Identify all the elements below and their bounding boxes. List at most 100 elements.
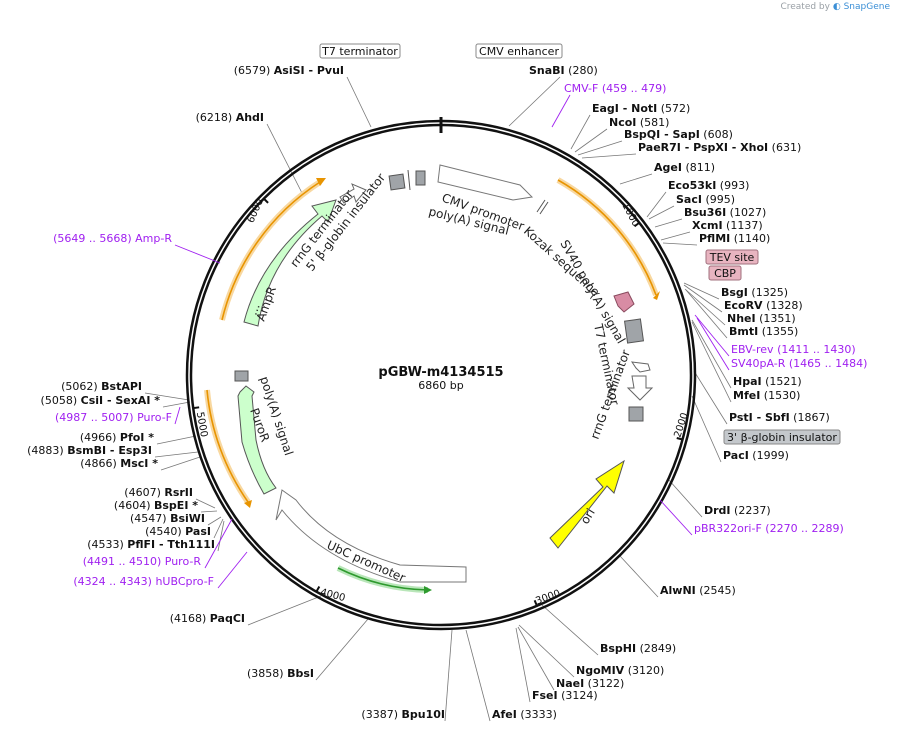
credit-brand: SnapGene (843, 2, 890, 12)
tick-label-5000: 5000 (194, 411, 209, 438)
site-position: (4883) (27, 444, 67, 457)
site-position: (4966) (80, 431, 120, 444)
primer-puro-r: (4491 .. 4510) Puro-R (83, 555, 202, 568)
site-name: PflFI - Tth111I (127, 538, 215, 551)
primer-range: (4324 .. 4343) (73, 575, 155, 588)
feature-label-: ... (246, 301, 263, 317)
site-position: (4604) (114, 499, 154, 512)
site-name: DrdI (704, 504, 731, 517)
site-name: EcoRV (724, 299, 763, 312)
cmv-enhancer-label-box (475, 43, 563, 59)
site-name: PaqCI (210, 612, 245, 625)
leader-line (518, 624, 575, 678)
leader-line (315, 618, 369, 681)
site-bsgi: BsgI (1325) (721, 286, 788, 299)
primer-range: (4491 .. 4510) (83, 555, 165, 568)
leader-line (162, 401, 191, 408)
site-paci: PacI (1999) (723, 449, 789, 462)
3-globin-insulator-label-box (723, 429, 841, 445)
leader-line (541, 604, 599, 656)
leader-line (213, 518, 224, 539)
leader-line (683, 282, 720, 300)
ubc-promoter-arrow (275, 489, 467, 583)
site-position: (6579) (234, 64, 274, 77)
site-snabi: SnaBI (280) (529, 64, 598, 77)
tev-site-label: TEV site (709, 251, 755, 264)
site-msci: (4866) MscI * (80, 457, 158, 470)
tick-3000 (533, 599, 538, 607)
site-asisi-pvui: (6579) AsiSI - PvuI (234, 64, 344, 77)
site-name: AfeI (492, 708, 517, 721)
leader-line (465, 629, 491, 722)
site-labels: SnaBI (280)EagI - NotI (572)NcoI (581)Bs… (27, 64, 830, 721)
site-eco53ki: Eco53kI (993) (668, 179, 749, 192)
primer-leader (217, 551, 248, 589)
site-name: PfoI * (120, 431, 154, 444)
kozak-mark-b (539, 201, 549, 215)
leader-line (684, 288, 726, 326)
leader-line (667, 478, 703, 518)
leader-line (195, 498, 216, 509)
leader-line (646, 191, 667, 218)
primer-name: Puro-R (165, 555, 202, 568)
credit-text: Created by (780, 2, 830, 12)
site-ncoi: NcoI (581) (609, 116, 669, 129)
site-name: BspQI - SapI (624, 128, 700, 141)
kozak-mark-a (536, 199, 546, 213)
site-ecorv: EcoRV (1328) (724, 299, 803, 312)
tick-marks (193, 197, 683, 607)
orange-arc-1-line (557, 179, 657, 296)
site-name: PacI (723, 449, 749, 462)
site-position: (1351) (756, 312, 796, 325)
tev-site-label-box (705, 249, 759, 265)
site-bpu10i: (3387) Bpu10I (361, 708, 445, 721)
site-position: (4866) (80, 457, 120, 470)
site-name: BsmBI - Esp3I (67, 444, 152, 457)
primer-leader (696, 317, 730, 371)
site-position: (2545) (696, 584, 736, 597)
site-agei: AgeI (811) (654, 161, 715, 174)
orange-arc-puro-head (244, 500, 252, 508)
primer-pbr322ori-f: pBR322ori-F (2270 .. 2289) (694, 522, 844, 535)
site-name: NcoI (609, 116, 636, 129)
site-position: (993) (716, 179, 749, 192)
site-pfoi: (4966) PfoI * (80, 431, 154, 444)
site-name: AlwNI (660, 584, 696, 597)
site-bspei: (4604) BspEI * (114, 499, 198, 512)
leader-line (217, 520, 225, 552)
leader-line (160, 456, 201, 471)
site-paqci: (4168) PaqCI (170, 612, 245, 625)
tick-6000 (263, 197, 269, 204)
site-name: BspEI * (154, 499, 198, 512)
cmv-promoter-arrow (437, 164, 534, 201)
insulator-box (415, 170, 426, 186)
ori-arrow (549, 459, 625, 549)
primer-name: Amp-R (135, 232, 172, 245)
site-drdi: DrdI (2237) (704, 504, 771, 517)
site-bbsi: (3858) BbsI (247, 667, 314, 680)
site-name: AhdI (236, 111, 264, 124)
insulator-tick (407, 169, 411, 191)
primer-name: pBR322ori-F (694, 522, 762, 535)
site-position: (3124) (558, 689, 598, 702)
site-naei: NaeI (3122) (556, 677, 624, 690)
plasmid-length: 6860 bp (418, 379, 463, 392)
site-position: (1867) (790, 411, 830, 424)
site-name: BstAPI (101, 380, 142, 393)
site-position: (1137) (723, 219, 763, 232)
site-name: MfeI (733, 389, 760, 402)
site-position: (1027) (726, 206, 766, 219)
leader-line (266, 123, 303, 194)
site-bsiwi: (4547) BsiWI (130, 512, 205, 525)
orange-arc-ampr-head (316, 178, 326, 186)
3-globin-insulator-label: 3' β-globin insulator (727, 431, 837, 444)
site-pflfi-tth111i: (4533) PflFI - Tth111I (87, 538, 215, 551)
leader-line (654, 218, 683, 228)
leader-line (154, 451, 199, 458)
site-name: BsiWI (170, 512, 205, 525)
site-xcmi: XcmI (1137) (692, 219, 763, 232)
site-position: (1521) (762, 375, 802, 388)
site-name: HpaI (733, 375, 762, 388)
tick-1000 (633, 221, 640, 228)
site-rsrii: (4607) RsrII (124, 486, 193, 499)
